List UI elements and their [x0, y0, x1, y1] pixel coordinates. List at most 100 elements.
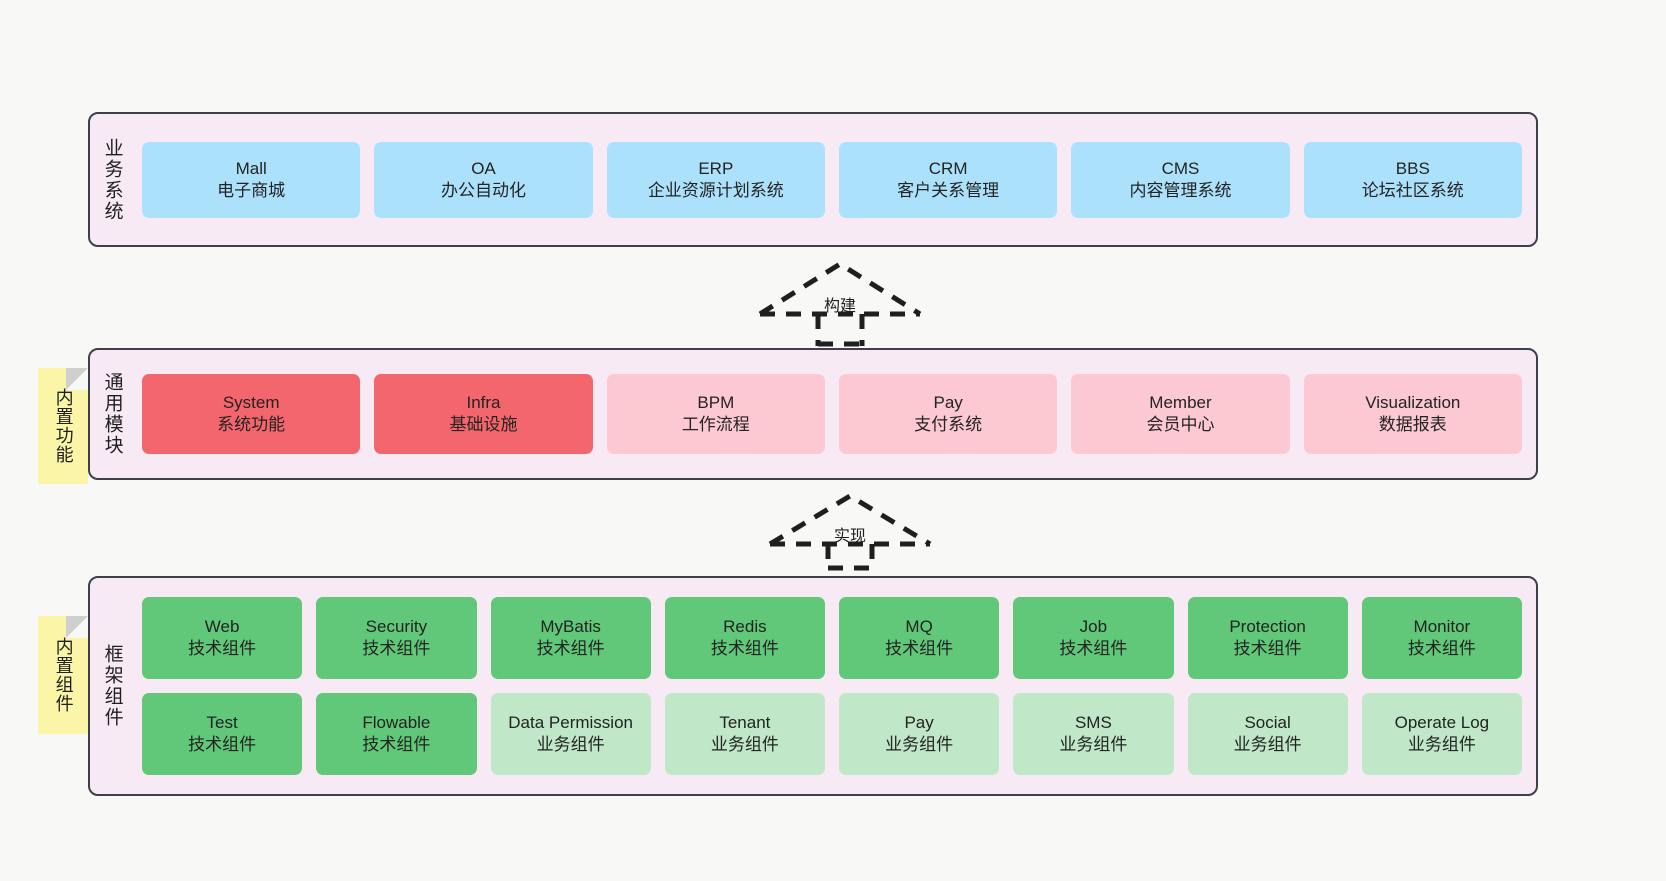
module-card-name: Job	[1079, 617, 1108, 637]
module-card-name: Pay	[933, 393, 963, 413]
module-card-name: Visualization	[1365, 393, 1461, 413]
connector-implement: 实现	[758, 492, 942, 571]
module-card-subtitle: 论坛社区系统	[1361, 180, 1464, 200]
module-card-job[interactable]: Job 技术组件	[1013, 597, 1174, 679]
module-card-subtitle: 技术组件	[1059, 639, 1128, 658]
module-card-name: System	[222, 393, 280, 413]
module-card-infra[interactable]: Infra 基础设施	[374, 374, 593, 454]
module-card-name: BBS	[1395, 158, 1430, 178]
module-card-name: Infra	[466, 393, 501, 413]
layer-business-systems-title: 业务系统	[101, 137, 123, 222]
module-card-subtitle: 基础设施	[449, 415, 518, 434]
module-card-social[interactable]: Social 业务组件	[1187, 693, 1348, 775]
module-card-name: MyBatis	[540, 617, 601, 637]
module-card-sms[interactable]: SMS 业务组件	[1013, 693, 1174, 775]
module-card-erp[interactable]: ERP 企业资源计划系统	[606, 141, 825, 218]
module-card-subtitle: 支付系统	[914, 415, 983, 434]
module-card-subtitle: 业务组件	[1233, 735, 1302, 754]
module-card-subtitle: 会员中心	[1146, 415, 1215, 434]
module-card-subtitle: 办公自动化	[440, 180, 526, 200]
layer-common-modules-row: System 系统功能 Infra 基础设施 BPM 工作流程 Pay 支付系统…	[142, 374, 1522, 454]
module-card-subtitle: 技术组件	[885, 639, 954, 658]
module-card-name: ERP	[698, 158, 734, 178]
arrowhead-triangle-icon	[768, 493, 932, 547]
module-card-name: Data Permission	[508, 713, 633, 733]
module-card-name: Security	[365, 617, 428, 637]
layer-common-modules-body: System 系统功能 Infra 基础设施 BPM 工作流程 Pay 支付系统…	[134, 350, 1536, 478]
module-card-name: Flowable	[362, 713, 431, 733]
layer-framework-components: 框架组件 Web 技术组件 Security 技术组件 MyBatis 技术组件…	[88, 576, 1538, 796]
module-card-bbs[interactable]: BBS 论坛社区系统	[1303, 141, 1522, 218]
module-card-subtitle: 客户关系管理	[897, 180, 1000, 200]
module-card-bpm[interactable]: BPM 工作流程	[606, 374, 825, 454]
module-card-name: Mall	[235, 158, 267, 178]
module-card-protection[interactable]: Protection 技术组件	[1187, 597, 1348, 679]
module-card-subtitle: 技术组件	[710, 639, 779, 658]
layer-framework-components-row-tech: Web 技术组件 Security 技术组件 MyBatis 技术组件 Redi…	[142, 597, 1522, 679]
layer-framework-components-row-business: Test 技术组件 Flowable 技术组件 Data Permission …	[142, 693, 1522, 775]
module-card-visualization[interactable]: Visualization 数据报表	[1303, 374, 1522, 454]
connector-build-label: 构建	[823, 298, 857, 315]
module-card-mybatis[interactable]: MyBatis 技术组件	[490, 597, 651, 679]
module-card-subtitle: 业务组件	[1407, 735, 1476, 754]
module-card-flowable[interactable]: Flowable 技术组件	[316, 693, 477, 775]
module-card-mall[interactable]: Mall 电子商城	[142, 141, 361, 218]
note-built-in-functions-label: 内置功能	[53, 388, 74, 464]
module-card-system[interactable]: System 系统功能	[142, 374, 361, 454]
connector-build: 构建	[748, 258, 932, 347]
module-card-tenant[interactable]: Tenant 业务组件	[664, 693, 825, 775]
layer-common-modules-title: 通用模块	[101, 372, 123, 456]
module-card-crm[interactable]: CRM 客户关系管理	[838, 141, 1058, 218]
module-card-subtitle: 技术组件	[362, 639, 431, 658]
module-card-name: Redis	[723, 617, 767, 637]
module-card-subtitle: 工作流程	[681, 415, 750, 434]
module-card-name: Member	[1149, 393, 1212, 413]
module-card-subtitle: 技术组件	[1233, 639, 1302, 658]
module-card-cms[interactable]: CMS 内容管理系统	[1071, 141, 1290, 218]
module-card-subtitle: 业务组件	[710, 735, 779, 754]
module-card-subtitle: 电子商城	[217, 180, 286, 200]
module-card-name: SMS	[1074, 713, 1112, 733]
module-card-web[interactable]: Web 技术组件	[142, 597, 303, 679]
module-card-operate-log[interactable]: Operate Log 业务组件	[1361, 693, 1522, 775]
module-card-subtitle: 技术组件	[362, 735, 431, 754]
module-card-redis[interactable]: Redis 技术组件	[664, 597, 825, 679]
module-card-subtitle: 技术组件	[188, 735, 257, 754]
module-card-subtitle: 数据报表	[1378, 415, 1447, 434]
module-card-name: BPM	[697, 393, 735, 413]
layer-business-systems-body: Mall 电子商城 OA 办公自动化 ERP 企业资源计划系统 CRM 客户关系…	[134, 114, 1536, 245]
connector-shaft-icon	[825, 544, 875, 571]
layer-framework-components-title: 框架组件	[101, 644, 123, 728]
module-card-pay-business[interactable]: Pay 业务组件	[839, 693, 1000, 775]
layer-business-systems: 业务系统 Mall 电子商城 OA 办公自动化 ERP 企业资源计划系统 CRM…	[88, 112, 1538, 247]
module-card-subtitle: 业务组件	[1059, 735, 1128, 754]
layer-business-systems-row: Mall 电子商城 OA 办公自动化 ERP 企业资源计划系统 CRM 客户关系…	[142, 141, 1522, 218]
module-card-name: Web	[204, 617, 240, 637]
module-card-subtitle: 技术组件	[1407, 639, 1476, 658]
module-card-subtitle: 系统功能	[217, 415, 286, 434]
module-card-name: Test	[206, 713, 238, 733]
module-card-name: Protection	[1229, 617, 1306, 637]
module-card-name: CRM	[928, 158, 968, 178]
arrowhead-triangle-icon	[758, 261, 922, 317]
connector-implement-label: 实现	[833, 528, 867, 545]
connector-shaft-icon	[815, 314, 865, 347]
module-card-name: Operate Log	[1394, 713, 1490, 733]
module-card-data-permission[interactable]: Data Permission 业务组件	[490, 693, 651, 775]
module-card-pay[interactable]: Pay 支付系统	[838, 374, 1058, 454]
module-card-test[interactable]: Test 技术组件	[142, 693, 303, 775]
note-built-in-components: 内置组件	[38, 616, 88, 734]
module-card-name: Social	[1244, 713, 1291, 733]
module-card-subtitle: 业务组件	[885, 735, 954, 754]
module-card-security[interactable]: Security 技术组件	[316, 597, 477, 679]
module-card-subtitle: 技术组件	[188, 639, 257, 658]
module-card-subtitle: 内容管理系统	[1129, 180, 1232, 200]
module-card-subtitle: 技术组件	[536, 639, 605, 658]
module-card-member[interactable]: Member 会员中心	[1071, 374, 1290, 454]
module-card-monitor[interactable]: Monitor 技术组件	[1361, 597, 1522, 679]
module-card-oa[interactable]: OA 办公自动化	[374, 141, 593, 218]
module-card-name: CMS	[1161, 158, 1200, 178]
module-card-name: Monitor	[1413, 617, 1471, 637]
module-card-mq[interactable]: MQ 技术组件	[839, 597, 1000, 679]
